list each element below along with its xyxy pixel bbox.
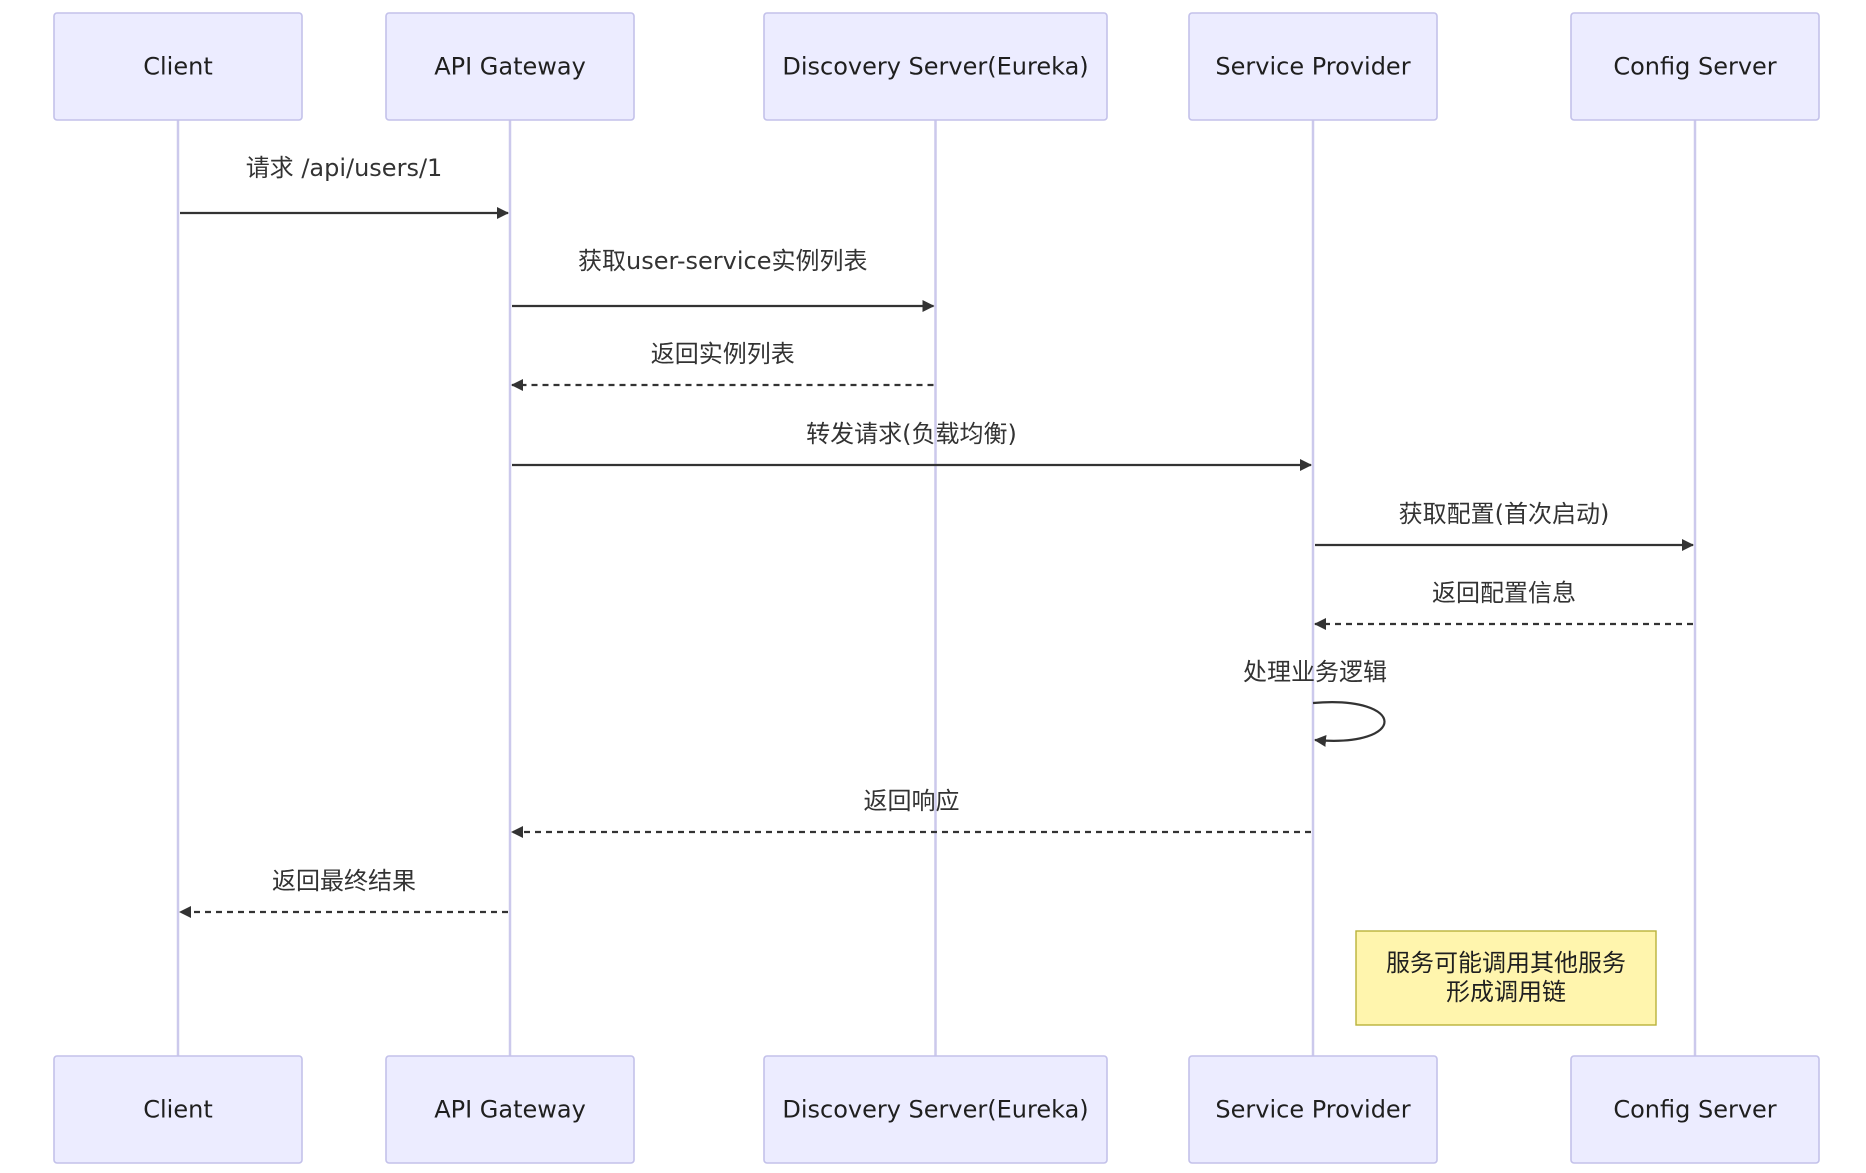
actors-bottom: Client API Gateway Discovery Server(Eureka… <box>53 1055 1820 1164</box>
message-6: 返回配置信息 <box>1314 579 1693 630</box>
message-2: 获取user-service实例列表 <box>512 247 935 312</box>
actor-label: Config Server <box>1613 1096 1776 1124</box>
actor-label: Discovery Server(Eureka) <box>782 53 1088 81</box>
actor-box <box>1188 12 1438 121</box>
actor-config-bottom: Config Server <box>1570 1055 1820 1164</box>
note-line: 形成调用链 <box>1446 978 1566 1006</box>
message-label: 获取user-service实例列表 <box>578 247 867 275</box>
actor-box <box>385 12 635 121</box>
actor-box <box>1188 1055 1438 1164</box>
actor-label: Service Provider <box>1215 53 1410 81</box>
actor-box <box>385 1055 635 1164</box>
message-5: 获取配置(首次启动) <box>1315 500 1694 551</box>
actor-box <box>53 1055 303 1164</box>
actor-label: Client <box>143 1096 212 1124</box>
note-box <box>1355 930 1657 1026</box>
message-label: 返回配置信息 <box>1432 579 1576 607</box>
actor-box <box>763 12 1108 121</box>
actor-label: Client <box>143 53 212 81</box>
actor-box <box>53 12 303 121</box>
actor-label: Service Provider <box>1215 1096 1410 1124</box>
message-label: 返回最终结果 <box>272 867 416 895</box>
lifelines <box>176 120 1697 1056</box>
actor-client-top: Client <box>53 12 303 121</box>
message-label: 返回响应 <box>864 787 960 815</box>
actor-provider-top: Service Provider <box>1188 12 1438 121</box>
message-label: 转发请求(负载均衡) <box>806 420 1017 448</box>
message-7: 处理业务逻辑 <box>1243 658 1387 747</box>
message-1: 请求 /api/users/1 <box>180 154 509 219</box>
message-8: 返回响应 <box>511 787 1311 838</box>
actor-gateway-top: API Gateway <box>385 12 635 121</box>
actor-box <box>1570 1055 1820 1164</box>
message-label: 获取配置(首次启动) <box>1399 500 1610 528</box>
message-label: 返回实例列表 <box>651 340 795 368</box>
messages: 请求 /api/users/1 获取user-service实例列表返回实例列表转… <box>179 154 1694 918</box>
actor-discovery-top: Discovery Server(Eureka) <box>763 12 1108 121</box>
message-label: 请求 /api/users/1 <box>246 154 443 182</box>
message-3: 返回实例列表 <box>511 340 934 391</box>
actor-label: API Gateway <box>434 53 586 81</box>
actor-box <box>1570 12 1820 121</box>
actor-label: API Gateway <box>434 1096 586 1124</box>
actor-label: Config Server <box>1613 53 1776 81</box>
actor-client-bottom: Client <box>53 1055 303 1164</box>
message-9: 返回最终结果 <box>179 867 508 918</box>
note-line: 服务可能调用其他服务 <box>1386 949 1626 977</box>
actor-provider-bottom: Service Provider <box>1188 1055 1438 1164</box>
message-label: 处理业务逻辑 <box>1243 658 1387 686</box>
message-4: 转发请求(负载均衡) <box>512 420 1312 471</box>
actor-config-top: Config Server <box>1570 12 1820 121</box>
actors-top: Client API Gateway Discovery Server(Eureka… <box>53 12 1820 121</box>
self-message-arrow <box>1312 701 1386 747</box>
actor-discovery-bottom: Discovery Server(Eureka) <box>763 1055 1108 1164</box>
actor-box <box>763 1055 1108 1164</box>
actor-label: Discovery Server(Eureka) <box>782 1096 1088 1124</box>
actor-gateway-bottom: API Gateway <box>385 1055 635 1164</box>
